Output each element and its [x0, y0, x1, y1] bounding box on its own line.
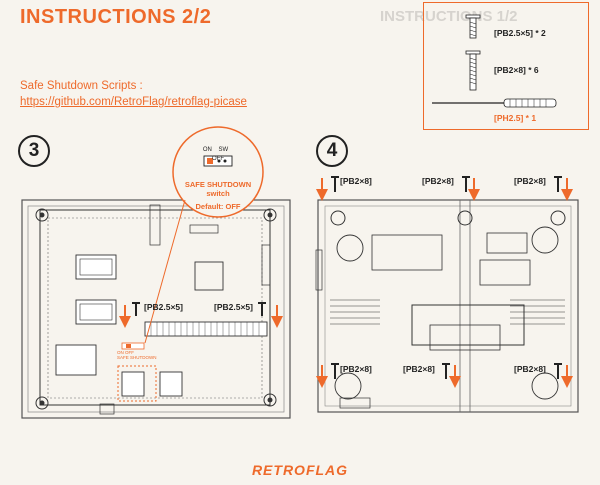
retroflag-logo: RETROFLAG: [251, 462, 349, 478]
step-3-number: 3: [18, 135, 50, 167]
callout-on: ON: [202, 147, 212, 153]
step3-screw-label-2: [PB2.5×5]: [214, 302, 253, 312]
callout-title: SAFE SHUTDOWN switch: [184, 180, 252, 198]
callout-off: OFF: [212, 156, 224, 162]
step3-screw-icon-1: [132, 302, 140, 316]
scripts-label: Safe Shutdown Scripts :: [20, 80, 143, 92]
pb25x5-screw-icon: [465, 14, 481, 39]
scripts-link[interactable]: https://github.com/RetroFlag/retroflag-p…: [20, 96, 247, 108]
step4-screw-label-1: [PB2×8]: [340, 176, 372, 186]
screw-label-pb25x5: [PB2.5×5] * 2: [494, 28, 546, 38]
page-title: INSTRUCTIONS 2/2: [20, 6, 212, 28]
step4-screw-label-5: [PB2×8]: [403, 364, 435, 374]
pb2x8-screw-icon: [465, 50, 481, 91]
step3-screw-icon-2: [258, 302, 266, 316]
step-4-number: 4: [316, 135, 348, 167]
screw-legend: [PB2.5×5] * 2 [PB2×8] * 6 [PH2.5] * 1: [423, 2, 589, 130]
screw-label-pb2x8: [PB2×8] * 6: [494, 65, 539, 75]
step4-screw-label-6: [PB2×8]: [514, 364, 546, 374]
callout-default: Default: OFF: [195, 202, 241, 211]
screw-drawings: [432, 14, 557, 108]
screw-label-ph25: [PH2.5] * 1: [494, 113, 537, 123]
board-switch-label: ON OFF SAFE SHUTDOWN: [117, 350, 157, 360]
screwdriver-icon: [432, 98, 557, 108]
step4-screw-label-3: [PB2×8]: [514, 176, 546, 186]
callout-switch-label: ON SW OFF: [197, 146, 239, 164]
step3-screw-label-1: [PB2.5×5]: [144, 302, 183, 312]
step4-screw-label-4: [PB2×8]: [340, 364, 372, 374]
faded-background-text: INSTRUCTIONS 1/2: [380, 8, 518, 25]
step4-screw-label-2: [PB2×8]: [422, 176, 454, 186]
callout-sw: SW: [218, 147, 229, 153]
